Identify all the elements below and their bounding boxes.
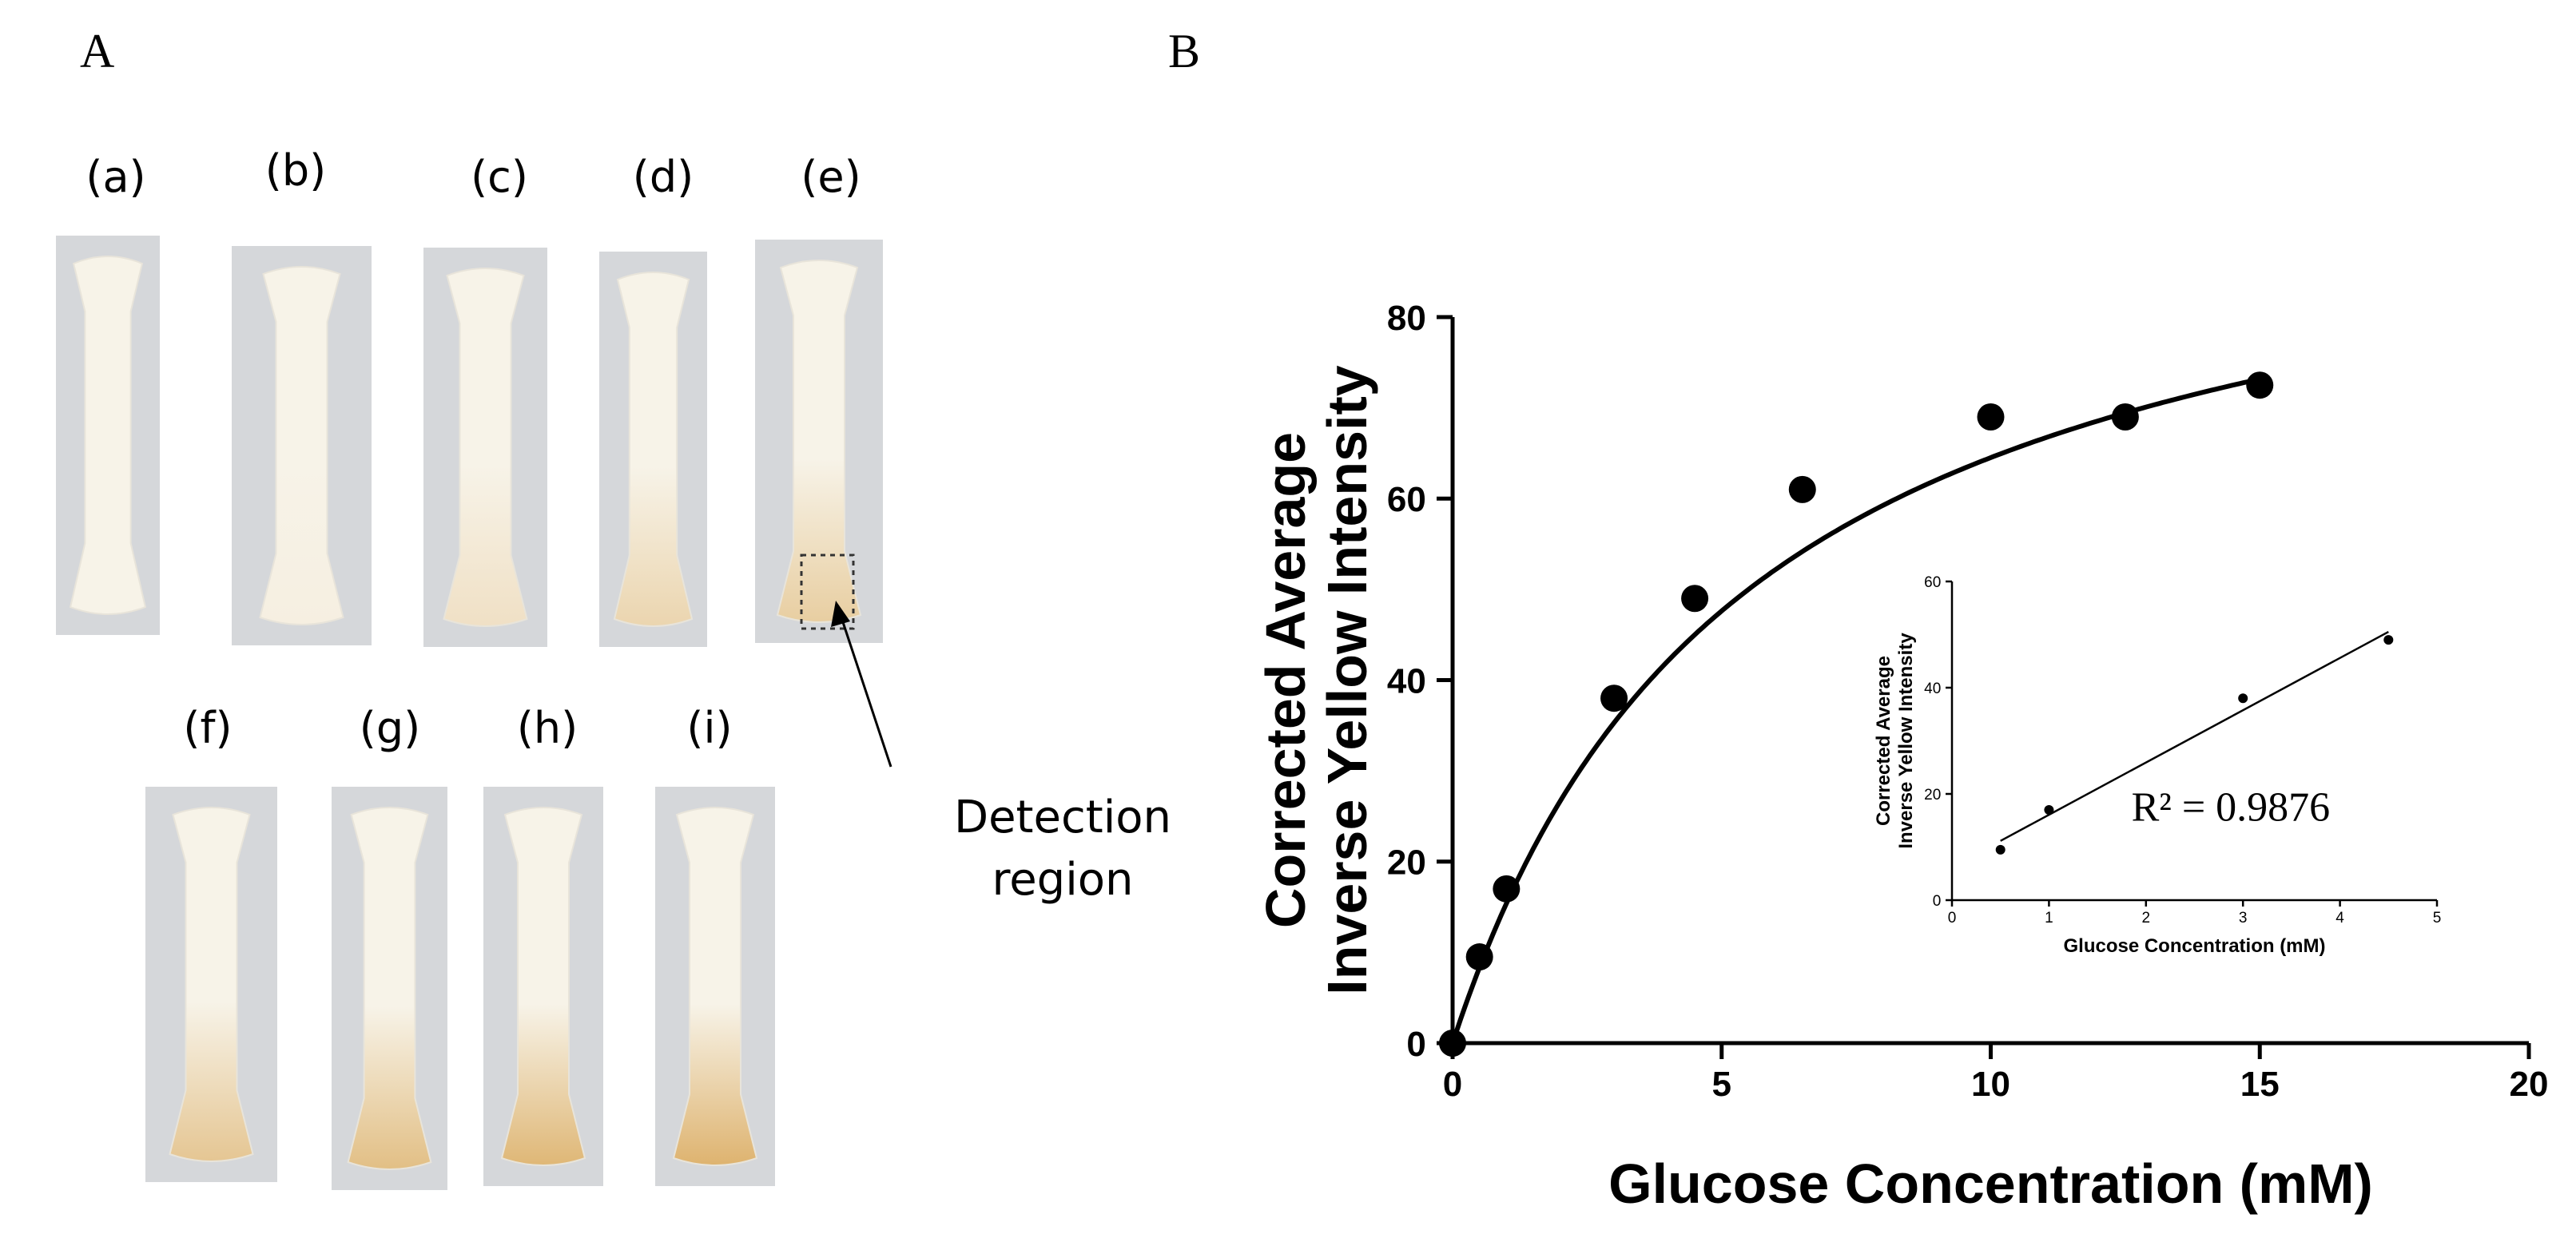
strip-paper <box>169 807 254 1162</box>
main-chart-data-point <box>1788 475 1816 503</box>
test-strip-f <box>145 787 277 1182</box>
inset-chart-y-tick-label: 0 <box>1933 893 1942 910</box>
strip-paper <box>347 807 432 1170</box>
inset-chart-x-tick-label: 2 <box>2142 910 2151 927</box>
inset-chart-data-point <box>2044 804 2054 815</box>
main-chart-y-tick-label: 40 <box>1387 661 1426 700</box>
strip-label-i: (i) <box>686 703 733 753</box>
strip-drawing <box>169 807 254 1162</box>
test-strip-c <box>423 248 547 647</box>
strip-drawing <box>259 266 344 625</box>
strip-drawing <box>500 807 586 1166</box>
inset-chart-y-tick-label: 60 <box>1924 574 1941 591</box>
detection-region-label: Detection region <box>919 787 1207 911</box>
inset-chart-fit-line <box>2000 630 2389 842</box>
test-strip-d <box>599 252 707 647</box>
inset-chart-x-tick-label: 1 <box>2045 910 2053 927</box>
main-chart-data-point <box>1681 585 1709 613</box>
inset-chart-x-tick-label: 5 <box>2433 910 2442 927</box>
strip-label-h: (h) <box>516 703 578 753</box>
detection-region-line2: region <box>992 854 1134 906</box>
main-chart-y-axis-label-line2: Inverse Yellow Intensity <box>1316 365 1378 995</box>
main-chart-data-point <box>1439 1030 1466 1057</box>
strip-drawing <box>347 807 432 1170</box>
test-strip-b <box>232 246 372 645</box>
test-strip-i <box>655 787 775 1186</box>
strip-paper <box>259 266 344 625</box>
strip-paper <box>443 268 528 627</box>
main-chart-data-point <box>1465 943 1493 971</box>
inset-chart-x-tick-label: 0 <box>1948 910 1957 927</box>
main-chart-data-point <box>2111 403 2139 431</box>
strip-paper <box>613 272 694 627</box>
test-strip-a <box>56 236 160 635</box>
panel-b-letter: B <box>1168 25 1201 77</box>
main-chart-data-point <box>2246 371 2274 399</box>
inset-chart-x-tick-label: 4 <box>2335 910 2344 927</box>
strip-paper <box>69 256 147 615</box>
inset-chart-y-axis-label-line1: Corrected Average <box>1873 656 1894 826</box>
detection-region-line1: Detection <box>953 792 1172 843</box>
inset-chart-x-axis-label: Glucose Concentration (mM) <box>2063 935 2325 957</box>
main-chart-y-tick-label: 0 <box>1406 1025 1425 1064</box>
test-strip-h <box>483 787 603 1186</box>
strip-label-f: (f) <box>183 703 233 753</box>
inset-chart-data-point <box>2238 693 2248 704</box>
main-chart-x-tick-label: 20 <box>2510 1065 2549 1104</box>
strip-label-b: (b) <box>264 145 327 196</box>
main-chart-data-point <box>1493 875 1521 903</box>
inset-chart-x-tick-label: 3 <box>2239 910 2248 927</box>
main-chart-x-axis-label: Glucose Concentration (mM) <box>1608 1153 2373 1215</box>
inset-chart-data-point <box>2383 635 2394 645</box>
inset-chart-y-tick-label: 40 <box>1924 681 1941 697</box>
test-strip-g <box>332 787 447 1190</box>
main-chart-y-tick-label: 20 <box>1387 843 1426 883</box>
main-chart-y-tick-label: 60 <box>1387 480 1426 519</box>
main-chart-x-tick-label: 5 <box>1712 1065 1731 1104</box>
strip-drawing <box>672 807 758 1166</box>
main-chart-data-point <box>1977 403 2005 431</box>
strip-label-a: (a) <box>85 152 146 202</box>
strip-label-e: (e) <box>801 152 861 202</box>
main-chart-data-point <box>1600 684 1628 712</box>
strip-label-d: (d) <box>632 152 694 202</box>
inset-chart-data-point <box>1995 844 2006 855</box>
strip-paper <box>672 807 758 1166</box>
strip-label-g: (g) <box>359 703 421 753</box>
strip-drawing <box>613 272 694 627</box>
main-chart-x-tick-label: 0 <box>1443 1065 1462 1104</box>
panel-a-letter: A <box>80 25 115 77</box>
main-chart-x-tick-label: 15 <box>2240 1065 2280 1104</box>
inset-chart-r-squared-label: R² = 0.9876 <box>2132 784 2331 830</box>
strip-label-c: (c) <box>471 152 528 202</box>
inset-chart-y-tick-label: 20 <box>1924 787 1941 804</box>
strip-drawing <box>443 268 528 627</box>
main-chart-y-axis-label-line1: Corrected Average <box>1254 432 1317 928</box>
strip-drawing <box>69 256 147 615</box>
main-chart-y-tick-label: 80 <box>1387 299 1426 338</box>
inset-chart-y-axis-label-line2: Inverse Yellow Intensity <box>1895 633 1917 849</box>
main-chart-x-tick-label: 10 <box>1971 1065 2010 1104</box>
strip-paper <box>500 807 586 1166</box>
